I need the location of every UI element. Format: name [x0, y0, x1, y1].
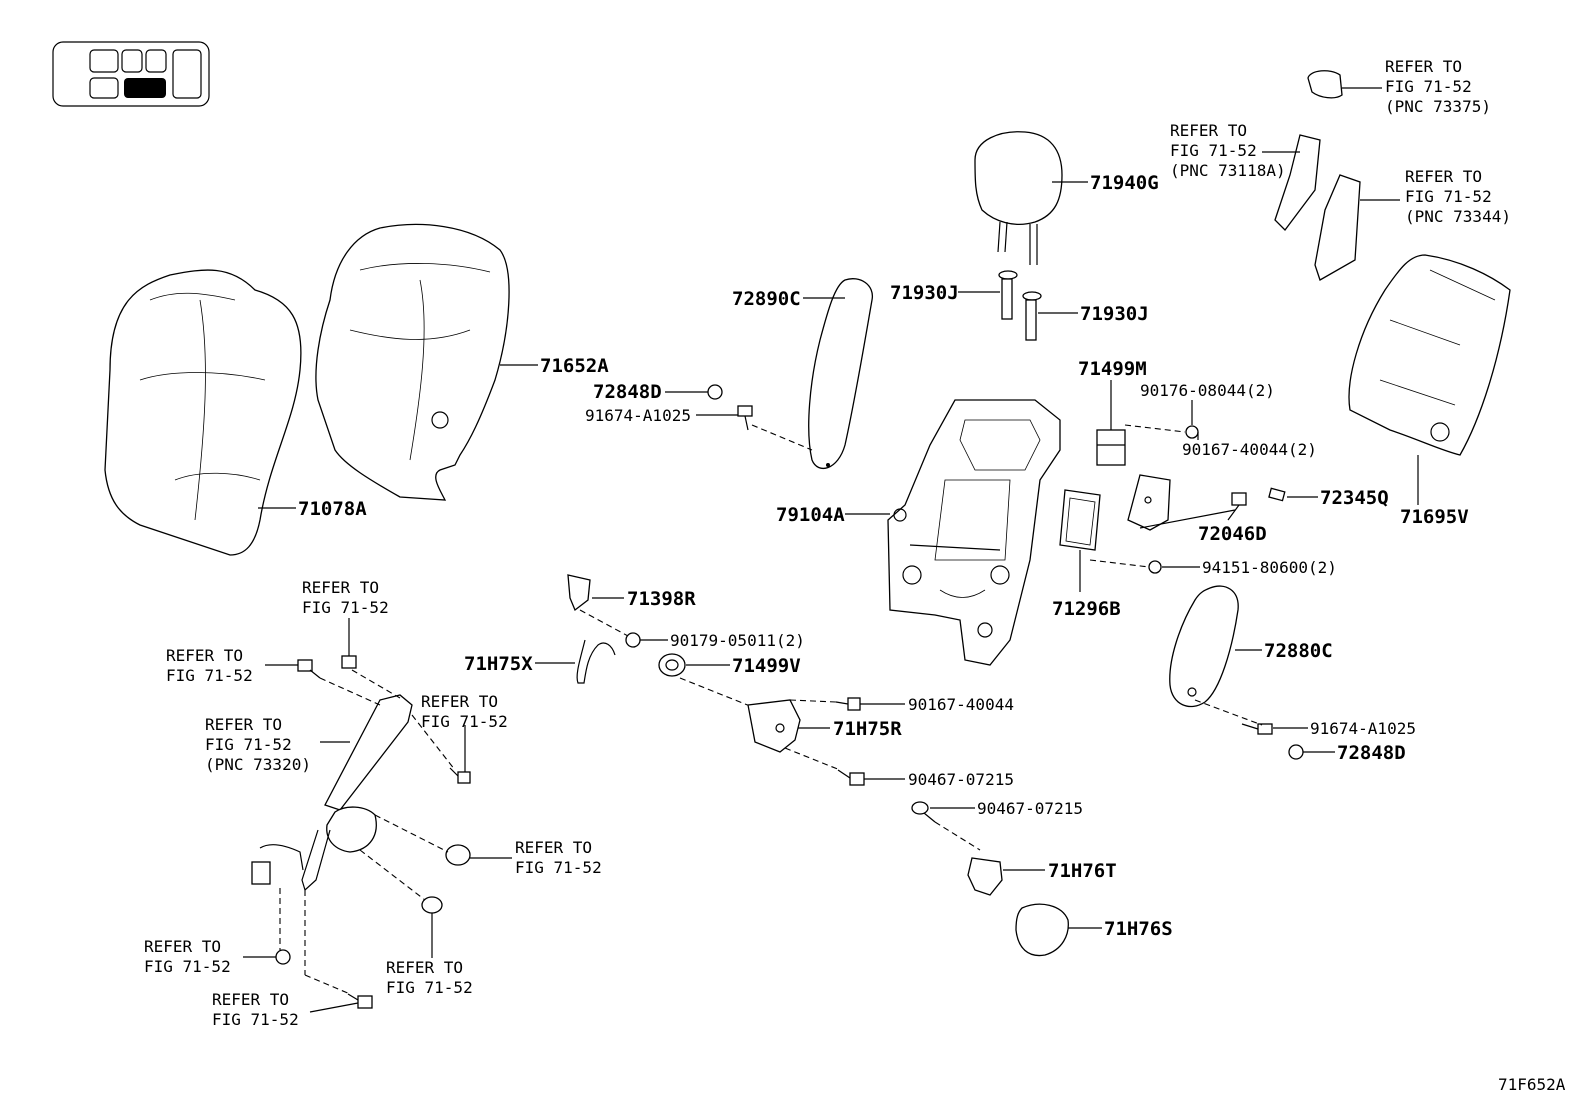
label-71h75r: 71H75R: [833, 718, 902, 740]
bolt-90467-07215-b: [911, 801, 936, 823]
bolt-refer-mid: [449, 767, 471, 784]
label-71930j-b: 71930J: [1080, 303, 1149, 325]
side-cover-72890c: [808, 278, 873, 470]
seat-locator-icon: [52, 41, 210, 107]
bracket-71499m: [1096, 380, 1126, 466]
back-board-71695v: [1348, 254, 1511, 505]
refer-73344-line2: FIG 71-52: [1405, 187, 1492, 206]
refer-left-line2: FIG 71-52: [166, 666, 253, 685]
label-71695v: 71695V: [1400, 506, 1469, 528]
refer-73118a-line1: REFER TO: [1170, 121, 1247, 140]
label-90167-40044-2: 90167-40044(2): [1182, 440, 1317, 459]
label-91674-a1025-b: 91674-A1025: [1310, 719, 1416, 738]
bracket-71h76t: [967, 857, 1003, 896]
label-72848d-b: 72848D: [1337, 742, 1406, 764]
refer-73375-line1: REFER TO: [1385, 57, 1462, 76]
seatback-cover-71078a: [104, 269, 302, 556]
knob-73375: [1307, 70, 1343, 99]
label-94151-80600: 94151-80600(2): [1202, 558, 1337, 577]
nut-90179-05011: [625, 632, 641, 648]
refer-bl1-line2: FIG 71-52: [144, 957, 231, 976]
label-72345q: 72345Q: [1320, 487, 1389, 509]
refer-top-line2: FIG 71-52: [302, 598, 389, 617]
seat-belt-assembly: [251, 694, 413, 975]
label-71296b: 71296B: [1052, 598, 1121, 620]
label-90167-40044: 90167-40044: [908, 695, 1014, 714]
screw-91674-a1025-b: [1241, 723, 1273, 735]
trim-73344: [1314, 174, 1361, 281]
wire-71h75x: [576, 639, 616, 684]
screw-91674-a1025-a: [737, 405, 753, 431]
screw-90167-40044: [835, 697, 861, 711]
refer-73118a-line3: (PNC 73118A): [1170, 161, 1286, 180]
refer-73320-line1: REFER TO: [205, 715, 282, 734]
bolt-refer-left: [297, 659, 321, 679]
refer-bl2-line2: FIG 71-52: [212, 1010, 299, 1029]
label-71h75x: 71H75X: [464, 653, 533, 675]
label-72848d-a: 72848D: [593, 381, 662, 403]
trim-73118a: [1274, 134, 1321, 231]
label-71930j-a: 71930J: [890, 282, 959, 304]
bolt-72046d: [1227, 492, 1247, 521]
refer-washer-line2: FIG 71-52: [515, 858, 602, 877]
label-71h76s: 71H76S: [1104, 918, 1173, 940]
refer-bl2-line1: REFER TO: [212, 990, 289, 1009]
label-71398r: 71398R: [627, 588, 696, 610]
refer-bolt-line1: REFER TO: [386, 958, 463, 977]
headrest-guide-71930j-a: [998, 270, 1018, 320]
label-79104a: 79104A: [776, 504, 845, 526]
clip-72345q: [1268, 487, 1286, 502]
refer-73344-line1: REFER TO: [1405, 167, 1482, 186]
refer-bolt-line2: FIG 71-52: [386, 978, 473, 997]
cap-72848d-b: [1288, 744, 1304, 760]
label-71499v: 71499V: [732, 655, 801, 677]
washer-refer: [445, 844, 471, 866]
label-72890c: 72890C: [732, 288, 801, 310]
refer-bl1-line1: REFER TO: [144, 937, 221, 956]
refer-left-line1: REFER TO: [166, 646, 243, 665]
label-71940g: 71940G: [1090, 172, 1159, 194]
label-71499m: 71499M: [1078, 358, 1147, 380]
label-72880c: 72880C: [1264, 640, 1333, 662]
label-90467-07215-b: 90467-07215: [977, 799, 1083, 818]
refer-washer-line1: REFER TO: [515, 838, 592, 857]
bracket-71398r: [567, 574, 591, 612]
label-91674-a1025-a: 91674-A1025: [585, 406, 691, 425]
bolt-refer-bl2: [347, 993, 373, 1009]
nut-94151-80600: [1148, 560, 1162, 574]
refer-73375-line2: FIG 71-52: [1385, 77, 1472, 96]
label-90179-05011: 90179-05011(2): [670, 631, 805, 650]
refer-73118a-line2: FIG 71-52: [1170, 141, 1257, 160]
label-71078a: 71078A: [298, 498, 367, 520]
label-71h76t: 71H76T: [1048, 860, 1117, 882]
refer-73320-line3: (PNC 73320): [205, 755, 311, 774]
cap-72848d-a: [707, 384, 723, 400]
bolt-refer-top: [341, 655, 357, 669]
bracket-72046d: [1127, 474, 1171, 531]
label-90176-08044: 90176-08044(2): [1140, 381, 1275, 400]
headrest-guide-71930j-b: [1022, 291, 1042, 341]
nut-refer-bl1: [275, 949, 291, 965]
knob-71499v: [658, 653, 686, 677]
refer-top-line1: REFER TO: [302, 578, 379, 597]
label-72046d: 72046D: [1198, 523, 1267, 545]
label-71652a: 71652A: [540, 355, 609, 377]
refer-73344-line3: (PNC 73344): [1405, 207, 1511, 226]
headrest-71940g: [974, 131, 1063, 265]
diagram-id: 71F652A: [1498, 1075, 1566, 1094]
seatback-frame-79104a: [887, 399, 1061, 666]
cover-71h75r: [747, 699, 801, 753]
seatback-cover-71652a: [315, 223, 510, 501]
refer-73375-line3: (PNC 73375): [1385, 97, 1491, 116]
nut-90176-08044: [1185, 425, 1199, 439]
bolt-90467-07215-a: [837, 769, 865, 786]
refer-73320-line2: FIG 71-52: [205, 735, 292, 754]
refer-mid-line2: FIG 71-52: [421, 712, 508, 731]
module-71296b: [1059, 489, 1101, 551]
cover-71h76s: [1015, 903, 1069, 957]
side-cover-72880c: [1169, 585, 1239, 708]
label-90467-07215-a: 90467-07215: [908, 770, 1014, 789]
refer-mid-line1: REFER TO: [421, 692, 498, 711]
